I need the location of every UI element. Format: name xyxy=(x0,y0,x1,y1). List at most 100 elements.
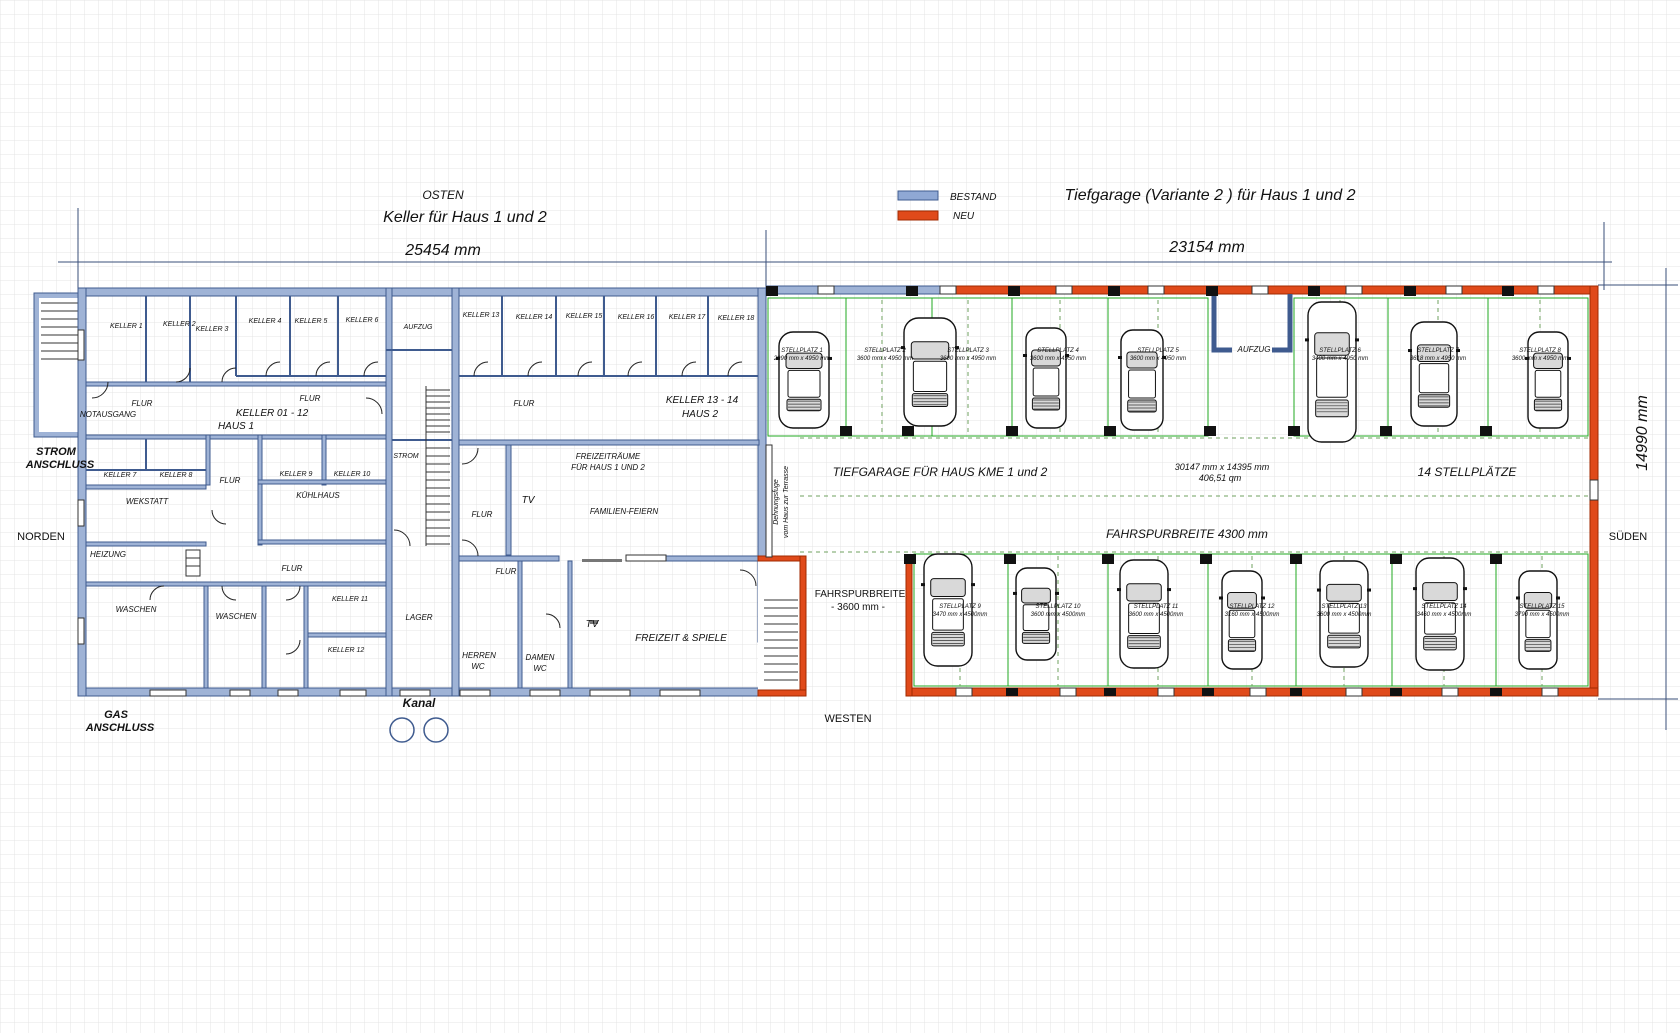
tiefgarage xyxy=(765,285,1599,697)
stall-label: STELLPLATZ 2 xyxy=(864,348,906,354)
stall-label: STELLPLATZ 12 xyxy=(1230,604,1276,610)
stall-labels: STELLPLATZ 1 2990 mm x 4950 mm STELLPLATZ … xyxy=(773,348,1570,618)
room-freizeitraeume: FREIZEITRÄUME xyxy=(576,452,641,461)
garage-area-dims: 30147 mm x 14395 mm xyxy=(1175,462,1270,472)
room-tv-1: TV xyxy=(522,495,536,506)
compass-sueden: SÜDEN xyxy=(1609,531,1648,543)
car-icon xyxy=(1023,327,1069,429)
stall-label: STELLPLATZ 14 xyxy=(1422,604,1468,610)
room-keller-01-12: KELLER 01 - 12 xyxy=(236,408,309,419)
stall-label: STELLPLATZ 7 xyxy=(1417,348,1459,354)
car-icon xyxy=(1219,570,1265,670)
stall-dims: 3600 mm x 4500mm xyxy=(1031,612,1086,618)
room-keller-3: KELLER 3 xyxy=(196,326,229,333)
legend-neu-swatch xyxy=(897,210,939,221)
room-freizeit-spiele: FREIZEIT & SPIELE xyxy=(635,633,727,644)
room-keller-12: KELLER 12 xyxy=(328,647,365,654)
dehnungsfuge-label-1: Dehnungsfuge xyxy=(773,479,780,525)
stall-label: STELLPLATZ 11 xyxy=(1134,604,1178,610)
stall-dims: 3600 mm x 4950 mm xyxy=(940,356,996,362)
stall-label: STELLPLATZ 4 xyxy=(1037,348,1079,354)
car-icon xyxy=(1013,567,1059,661)
room-keller-16: KELLER 16 xyxy=(618,314,655,321)
stall-dims: 3600 mm x 4500mm xyxy=(1129,612,1184,618)
stall-label: STELLPLATZ 3 xyxy=(947,348,989,354)
car-icon xyxy=(1317,560,1371,668)
ramp-width-label: FAHRSPURBREITE xyxy=(815,589,906,600)
stall-dims: 3600 mm x 4950 mm xyxy=(1130,356,1186,362)
garage-main-label: TIEFGARAGE FÜR HAUS KME 1 und 2 xyxy=(833,465,1048,479)
dimension-lines xyxy=(58,208,1678,730)
keller-room-labels: KELLER 1 KELLER 2 KELLER 3 KELLER 4 KELL… xyxy=(104,312,755,654)
room-aufzug: AUFZUG xyxy=(403,324,433,331)
room-keller-7: KELLER 7 xyxy=(104,472,138,479)
car-icon xyxy=(1117,559,1171,669)
garage-aufzug-label: AUFZUG xyxy=(1237,345,1271,354)
room-keller-2: KELLER 2 xyxy=(163,321,196,328)
stall-label: STELLPLATZ 1 xyxy=(781,348,823,354)
room-keller-15: KELLER 15 xyxy=(566,313,603,320)
gas-label: GAS xyxy=(104,709,129,721)
room-keller-14: KELLER 14 xyxy=(516,314,553,321)
ramp xyxy=(757,555,807,697)
room-keller-9: KELLER 9 xyxy=(280,471,313,478)
room-damen: DAMEN xyxy=(526,653,555,662)
stall-dims: 3160 mm x 4500mm xyxy=(1225,612,1280,618)
car-icon xyxy=(1525,331,1571,429)
room-haus-1: HAUS 1 xyxy=(218,421,254,432)
stall-label: STELLPLATZ 10 xyxy=(1036,604,1082,610)
ramp-width-value: - 3600 mm - xyxy=(831,602,885,613)
room-damen-wc: WC xyxy=(533,664,547,673)
room-flur-2: FLUR xyxy=(300,394,321,403)
keller-room-labels-medium: FLUR NOTAUSGANG FLUR FLUR FLUR FLUR FLUR… xyxy=(80,394,659,673)
dim-garage-height: 14990 mm xyxy=(1634,395,1651,471)
room-flur-3: FLUR xyxy=(514,399,535,408)
compass-osten: OSTEN xyxy=(422,188,464,202)
car-icon xyxy=(901,317,959,427)
stall-label: STELLPLATZ 9 xyxy=(939,604,981,610)
room-flur-6: FLUR xyxy=(282,564,303,573)
legend-neu-label: NEU xyxy=(953,211,975,222)
room-waschen-1: WASCHEN xyxy=(116,605,157,614)
car-icon xyxy=(1413,557,1467,671)
room-keller-17: KELLER 17 xyxy=(669,314,707,321)
garage-area-qm: 406,51 qm xyxy=(1199,473,1242,483)
room-flur-7: FLUR xyxy=(496,567,517,576)
strom-anschluss-label: ANSCHLUSS xyxy=(25,459,95,471)
stall-label: STELLPLATZ 5 xyxy=(1137,348,1179,354)
stall-dims: 3618 mm x 4950 mm xyxy=(1410,356,1466,362)
room-keller-6: KELLER 6 xyxy=(346,317,379,324)
room-flur-5: FLUR xyxy=(472,510,493,519)
room-strom: STROM xyxy=(393,453,418,460)
car-icon xyxy=(1118,329,1166,431)
stall-dims: 3600 mm x 4950 mm xyxy=(857,356,913,362)
room-herren-wc: WC xyxy=(471,662,485,671)
legend-bestand-swatch xyxy=(897,190,939,201)
room-keller-13-14: KELLER 13 - 14 xyxy=(666,395,739,406)
room-familien-feiern: FAMILIEN-FEIERN xyxy=(590,507,659,516)
room-herren: HERREN xyxy=(462,651,496,660)
room-keller-10: KELLER 10 xyxy=(334,471,371,478)
car-icon xyxy=(1305,301,1359,443)
room-werkstatt: WEKSTATT xyxy=(126,497,169,506)
compass-norden: NORDEN xyxy=(17,531,65,543)
car-icon xyxy=(776,331,832,429)
stall-dims: 2990 mm x 4950 mm xyxy=(773,356,830,362)
room-waschen-2: WASCHEN xyxy=(216,612,257,621)
car-icon xyxy=(1516,570,1560,670)
stall-dims: 3600 mm x 4950 mm xyxy=(1030,356,1086,362)
dehnungsfuge-label-2: vom Haus zur Terrasse xyxy=(783,466,790,538)
room-haus-2: HAUS 2 xyxy=(682,409,719,420)
dim-keller-width: 25454 mm xyxy=(404,242,481,259)
cars xyxy=(776,301,1571,671)
stall-label: STELLPLATZ 6 xyxy=(1319,348,1361,354)
stall-label: STELLPLATZ 13 xyxy=(1322,604,1368,610)
stall-label: STELLPLATZ 15 xyxy=(1520,604,1566,610)
stall-dims: 3600 mm x 4950 mm xyxy=(1512,356,1568,362)
room-notausgang: NOTAUSGANG xyxy=(80,410,136,419)
kanal-label: Kanal xyxy=(403,696,436,710)
keller-room-labels-large: KELLER 01 - 12 HAUS 1 KELLER 13 - 14 HAU… xyxy=(218,395,739,644)
room-heizung: HEIZUNG xyxy=(90,550,126,559)
